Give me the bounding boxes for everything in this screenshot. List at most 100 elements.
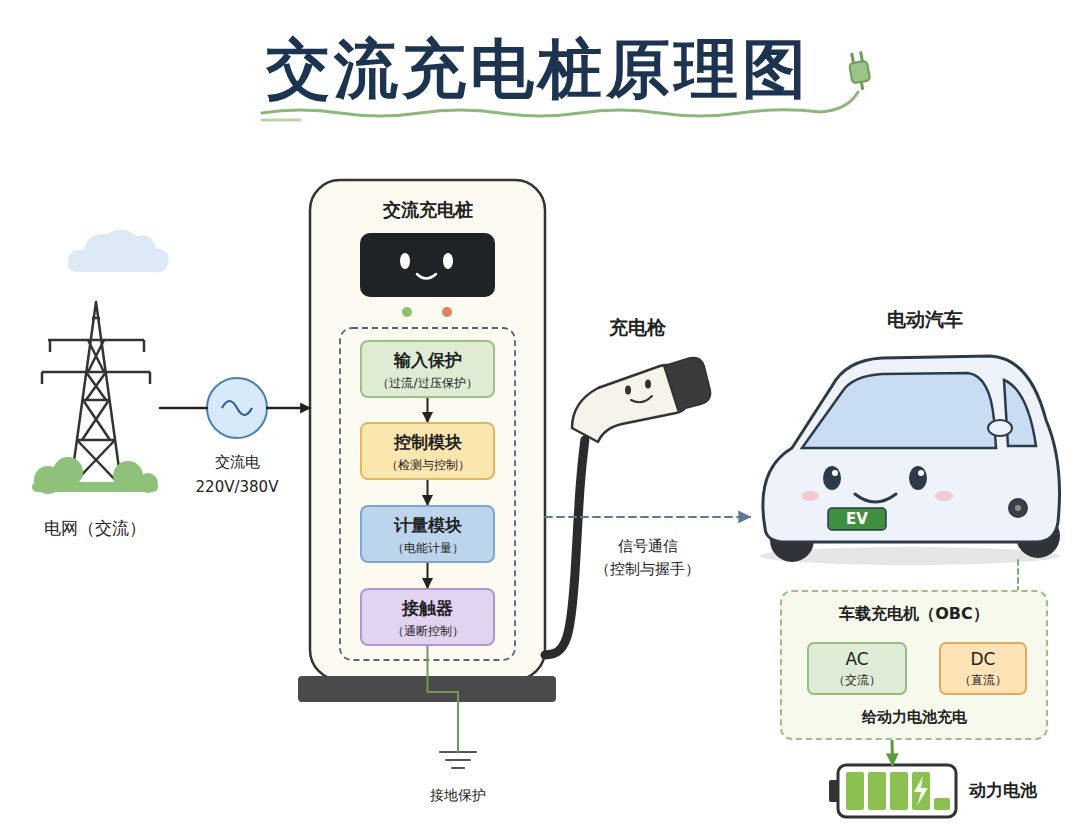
node-title: 动力电池 xyxy=(969,779,1069,801)
status-lights xyxy=(442,307,452,317)
node-subtitle: （过流/过压保护） xyxy=(362,375,493,391)
connector-arrow xyxy=(427,398,429,422)
power-tower xyxy=(42,340,150,372)
battery xyxy=(914,776,928,806)
electric-car xyxy=(988,420,1012,436)
electric-car xyxy=(1015,505,1021,511)
module-box: 输入保护 （过流/过压保护） xyxy=(360,340,495,398)
node-title: 交流充电桩 xyxy=(310,198,545,221)
ac-source-symbol xyxy=(207,378,267,438)
electric-car xyxy=(855,494,896,502)
battery xyxy=(838,765,956,817)
power-tower xyxy=(92,317,100,320)
node-subtitle: 给动力电池充电 xyxy=(782,707,1046,727)
battery xyxy=(934,798,950,810)
charging-pile-body xyxy=(298,676,556,702)
plug-icon xyxy=(859,51,864,61)
grid-source: 电网（交流） xyxy=(30,295,160,550)
battery xyxy=(829,765,956,817)
node-subtitle: （交流） xyxy=(809,672,905,688)
charging-gun xyxy=(645,380,651,389)
plug-icon xyxy=(849,61,870,84)
signal-link xyxy=(545,516,750,518)
power-tower xyxy=(42,340,150,384)
connector-arrow xyxy=(427,563,429,588)
plug-icon xyxy=(850,53,855,63)
pile-screen xyxy=(400,253,410,269)
charging-pile-body xyxy=(340,328,515,660)
cloud xyxy=(68,229,169,272)
ground-symbol xyxy=(440,752,476,768)
pile-screen xyxy=(360,233,495,297)
plug-icon xyxy=(847,51,871,92)
electric-car xyxy=(823,466,841,490)
charging-gun xyxy=(625,386,631,395)
electric-car xyxy=(828,508,886,530)
electric-car xyxy=(763,356,1060,542)
electric-car xyxy=(909,466,927,490)
module-box: 接触器（通断控制） xyxy=(360,588,495,646)
node-title: 充电枪 xyxy=(570,315,705,340)
battery: 动力电池 xyxy=(829,765,956,817)
pile-screen xyxy=(360,233,495,297)
converter-box: DC（直流） xyxy=(939,642,1027,695)
charging-gun: 充电枪 xyxy=(570,315,705,440)
license-plate: EV xyxy=(828,508,886,530)
node-title: 输入保护 xyxy=(362,349,493,371)
ac-supply: 交流电 220V/380V xyxy=(207,378,267,438)
electric-car xyxy=(1004,380,1036,446)
node-subtitle: （直流） xyxy=(941,672,1025,688)
bushes xyxy=(32,457,158,494)
node-title: 车载充电机（OBC） xyxy=(782,603,1046,624)
module-box: 计量模块 （电能计量） xyxy=(360,505,495,563)
electric-car xyxy=(760,356,1060,565)
charging-gun xyxy=(572,365,687,442)
node-subtitle: （通断控制） xyxy=(362,623,493,639)
node-subtitle: （检测与控制） xyxy=(362,457,493,473)
charging-pile-body xyxy=(298,180,556,702)
connector-arrow xyxy=(267,407,310,410)
node-title: 计量模块 xyxy=(362,514,493,536)
obc-box: 车载充电机（OBC） 给动力电池充电 AC （交流） DC（直流） xyxy=(780,590,1048,740)
power-tower xyxy=(42,302,150,490)
status-lights xyxy=(402,307,412,317)
node-title: 电动汽车 xyxy=(850,307,1000,332)
ac-source-symbol xyxy=(207,378,267,438)
electric-car xyxy=(918,470,924,476)
ground-symbol xyxy=(440,752,476,768)
plug-icon xyxy=(861,82,862,90)
node-subtitle: （电能计量） xyxy=(362,540,493,556)
ac-source-symbol xyxy=(222,401,252,415)
power-tower xyxy=(86,372,106,400)
node-title: 接地保护 xyxy=(400,786,516,804)
charging-pile: 交流充电桩输入保护 （过流/过压保护） 控制模块 （检测与控制） 计量模块 （电能计量） 接… xyxy=(310,180,545,680)
node-title: 电网（交流） xyxy=(30,517,160,539)
connector-arrow xyxy=(1017,560,1019,590)
converter-box: AC （交流） xyxy=(807,642,907,695)
module-box: 控制模块 （检测与控制） xyxy=(360,422,495,480)
title-underline xyxy=(262,119,300,122)
cloud xyxy=(68,229,169,272)
charging-pile-body xyxy=(310,180,545,680)
electric-car xyxy=(801,491,819,501)
power-tower xyxy=(88,340,104,372)
charging-gun xyxy=(664,358,710,410)
node-title: 控制模块 xyxy=(362,431,493,453)
charging-gun xyxy=(572,358,710,442)
electric-car xyxy=(1009,499,1027,517)
connector-arrow xyxy=(427,480,429,505)
power-tower xyxy=(77,400,115,440)
node-title: 交流电 220V/380V xyxy=(187,450,287,500)
electric-car xyxy=(935,491,953,501)
connector-arrow xyxy=(160,407,207,410)
charge-arrow xyxy=(891,740,894,765)
electric-car: 电动汽车 xyxy=(750,305,1065,560)
status-lights xyxy=(402,307,452,317)
pile-screen xyxy=(417,274,436,279)
node-title: AC xyxy=(809,648,905,670)
ground: 接地保护 xyxy=(440,752,476,774)
pile-screen xyxy=(443,253,453,269)
battery xyxy=(868,772,886,810)
electric-car xyxy=(832,470,838,476)
battery xyxy=(912,772,930,810)
